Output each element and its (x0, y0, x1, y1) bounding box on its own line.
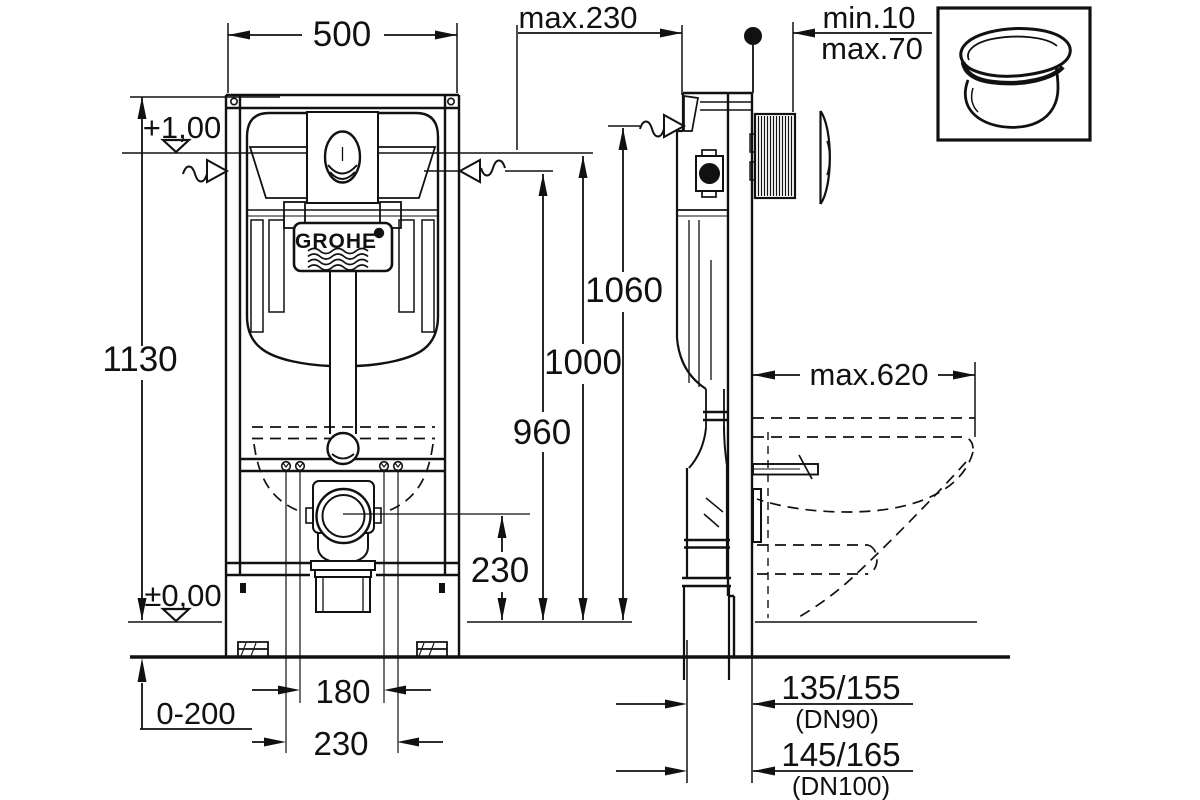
wall-anchor-symbols (182, 113, 687, 184)
dim-1000-label: 1000 (544, 343, 622, 382)
fixing-bolts (280, 460, 404, 753)
dashed-bowl-side (753, 417, 975, 618)
front-view-frame (224, 93, 461, 658)
dim-0-200-label: 0-200 (156, 696, 235, 731)
foot-left (237, 641, 269, 658)
front-view-cistern (245, 111, 440, 753)
flush-pipe (329, 270, 357, 434)
dim-dn100-note: (DN100) (792, 771, 890, 800)
grohe-logo-text: GROHE (295, 230, 377, 253)
drain-assembly (305, 431, 382, 613)
level-plus-label: +1,00 (143, 110, 221, 145)
labels: 500 1130 +1,00 ±0,00 max.230 min.10 max.… (102, 0, 928, 800)
dim-1060-label: 1060 (585, 271, 663, 310)
corner-screw-right (446, 97, 455, 106)
bottom-rail (226, 561, 459, 577)
flush-plate (819, 110, 831, 205)
dim-max620-label: max.620 (810, 357, 929, 392)
dim-1130-label: 1130 (102, 340, 177, 379)
dim-dn90-value: 135/155 (781, 669, 900, 706)
dim-180-label: 180 (315, 673, 370, 710)
toilet-icon (936, 6, 1092, 142)
dim-outlet-230-label: 230 (471, 551, 529, 590)
flush-plate-housing (749, 112, 797, 200)
wall-reference-dot (744, 27, 762, 45)
side-flush-and-drain-pipe (682, 389, 731, 680)
side-rail (683, 91, 754, 657)
support-bracket (752, 488, 762, 543)
dim-max230-label: max.230 (519, 0, 638, 35)
level-triangle-plus (160, 138, 192, 154)
outlet-circle (315, 487, 372, 545)
grohe-logo-plate (292, 221, 394, 273)
drain-box (315, 576, 371, 613)
dim-dn100-value: 145/165 (781, 736, 900, 773)
corner-screw-left (230, 97, 239, 106)
wave-lines (307, 247, 369, 271)
registered-dot (373, 227, 385, 239)
level-zero-label: ±0,00 (144, 578, 221, 613)
seat-rim (960, 61, 1065, 86)
dim-230-bottom-label: 230 (313, 725, 368, 762)
dim-960-label: 960 (513, 413, 571, 452)
fill-valve (695, 149, 724, 198)
dim-dn90-note: (DN90) (795, 704, 879, 734)
dimension-lines (130, 22, 976, 783)
dim-max70-label: max.70 (821, 31, 923, 66)
dim-min10-label: min.10 (822, 0, 915, 35)
dim-500-label: 500 (313, 15, 371, 54)
level-triangle-zero (160, 607, 192, 623)
